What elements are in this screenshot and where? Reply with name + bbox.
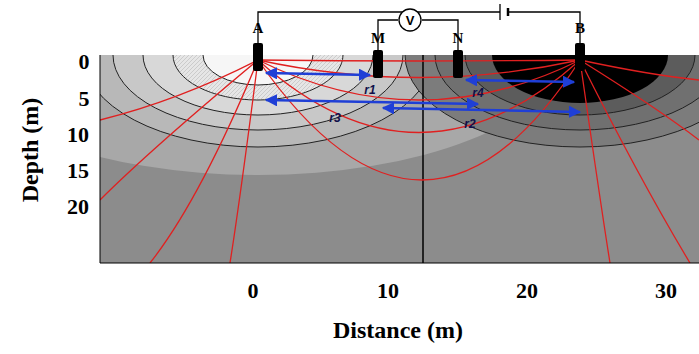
- distance-label: r4: [472, 87, 483, 99]
- voltmeter-circle: V: [398, 8, 422, 32]
- distance-tick: 30: [655, 280, 677, 302]
- distance-tick: 20: [516, 280, 538, 302]
- distance-label: r3: [329, 112, 340, 124]
- meter-label: V: [406, 13, 415, 28]
- electrode-label: B: [575, 21, 585, 36]
- axis-title: Depth (m): [18, 98, 42, 203]
- depth-tick: 20: [67, 196, 89, 218]
- depth-tick: 0: [79, 51, 90, 73]
- distance-label: r1: [364, 84, 375, 96]
- distance-tick: 10: [377, 280, 399, 302]
- electrode-label: A: [253, 21, 264, 36]
- electrode-label: M: [371, 31, 385, 46]
- axis-title: Distance (m): [333, 318, 463, 342]
- depth-tick: 10: [67, 124, 89, 146]
- depth-tick: 5: [79, 88, 90, 110]
- distance-label: r2: [464, 118, 475, 130]
- distance-tick: 0: [248, 280, 259, 302]
- electrode-label: N: [453, 31, 464, 46]
- depth-tick: 15: [67, 160, 89, 182]
